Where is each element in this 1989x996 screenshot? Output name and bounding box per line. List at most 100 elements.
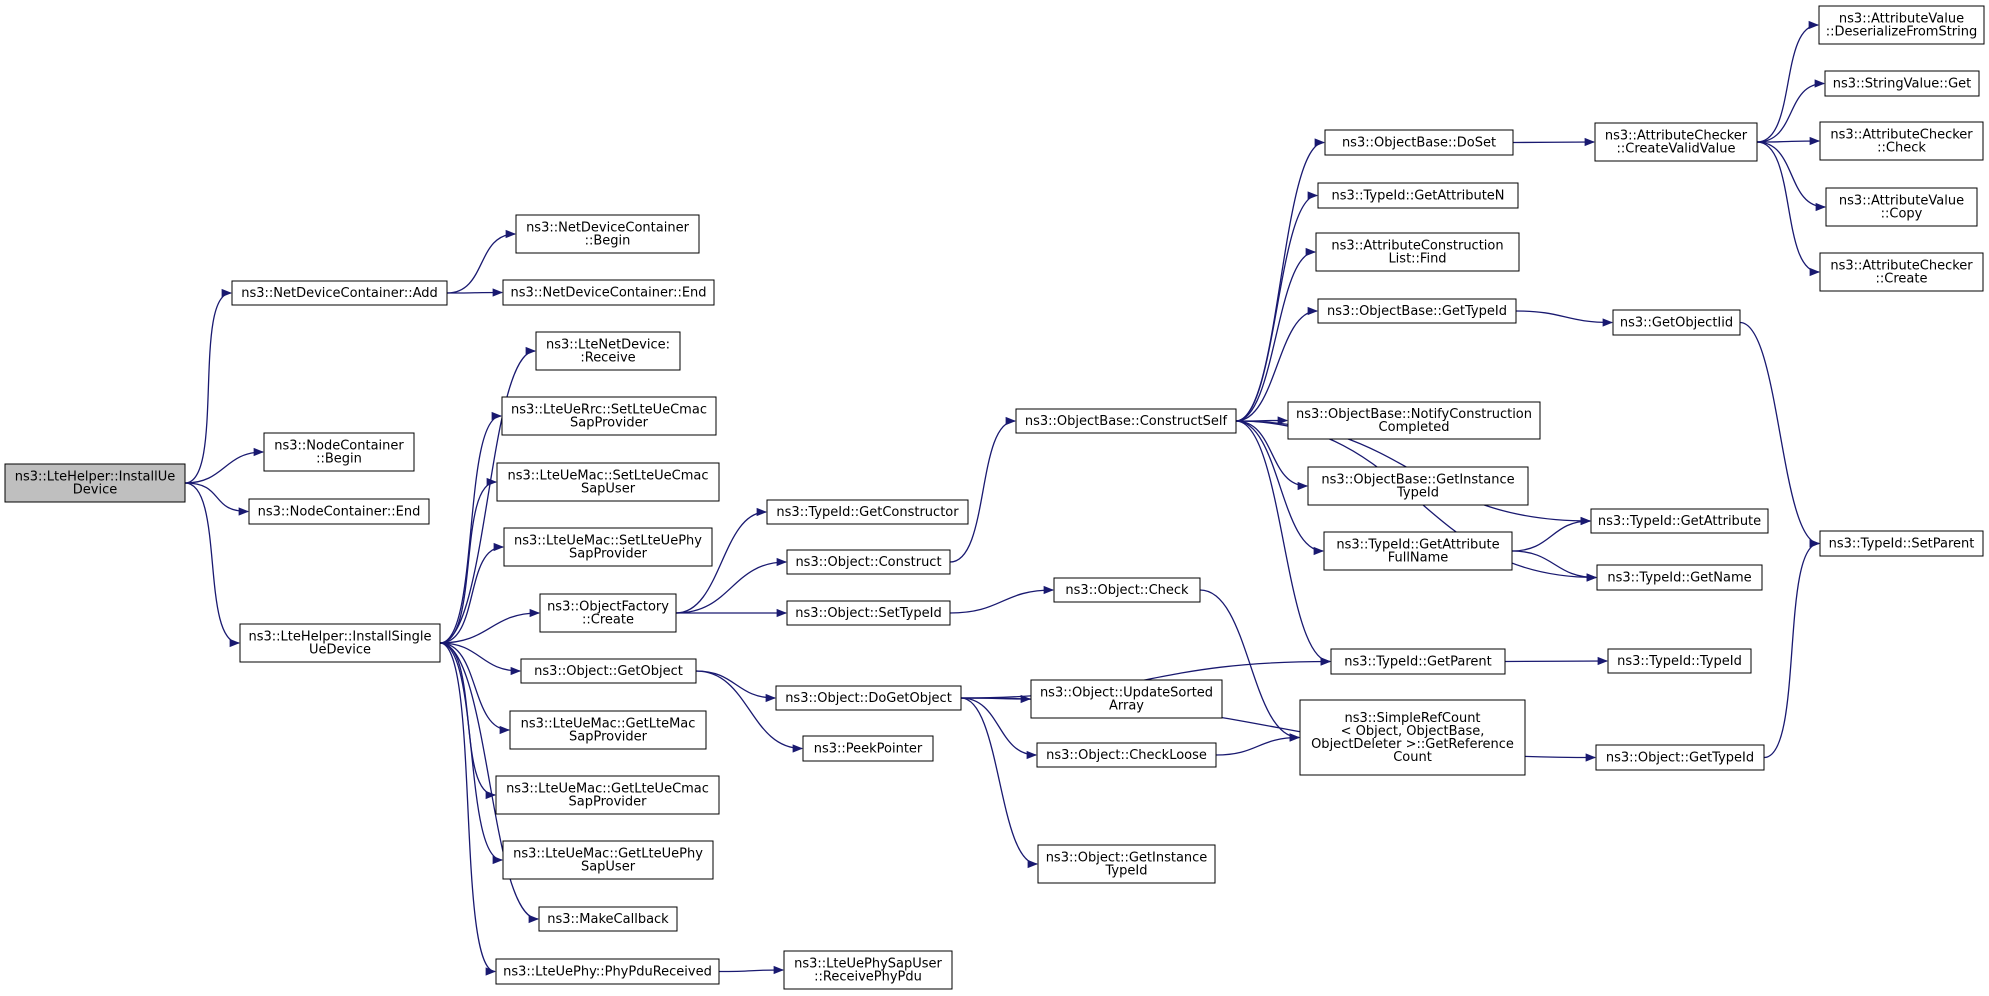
edge-ob-do-set-to-ac-create-valid bbox=[1512, 137, 1596, 147]
node-label: < Object, ObjectBase, bbox=[1341, 724, 1485, 739]
graph-node-obj-get-type-id[interactable]: ns3::Object::GetTypeId bbox=[1595, 744, 1765, 771]
graph-node-obj-construct[interactable]: ns3::Object::Construct bbox=[786, 549, 951, 575]
node-box bbox=[1299, 699, 1526, 776]
graph-node-ac-check[interactable]: ns3::AttributeChecker::Check bbox=[1819, 121, 1984, 161]
node-box bbox=[496, 462, 720, 502]
graph-node-ob-notify[interactable]: ns3::ObjectBase::NotifyConstructionCompl… bbox=[1287, 401, 1541, 440]
edge-ob-construct-self-to-tid-get-attr-n bbox=[1235, 191, 1319, 422]
graph-node-get-object-iid[interactable]: ns3::GetObjectIid bbox=[1612, 309, 1741, 336]
node-label: ns3::LteUePhy::PhyPduReceived bbox=[503, 965, 712, 980]
graph-node-phy-sap-recv[interactable]: ns3::LteUePhySapUser::ReceivePhyPdu bbox=[783, 950, 953, 990]
edge-install-ue-to-nc-begin bbox=[184, 447, 265, 484]
graph-node-tid-get-parent[interactable]: ns3::TypeId::GetParent bbox=[1330, 648, 1506, 675]
node-label: ::Begin bbox=[585, 234, 631, 249]
edge-phy-pdu-recv-to-phy-sap-recv bbox=[718, 965, 785, 975]
graph-node-obj-check-loose[interactable]: ns3::Object::CheckLoose bbox=[1036, 742, 1217, 768]
graph-node-tid-get-attr-n[interactable]: ns3::TypeId::GetAttributeN bbox=[1317, 182, 1519, 209]
node-label: ns3::TypeId::GetName bbox=[1607, 571, 1751, 586]
graph-node-tid-get-attr[interactable]: ns3::TypeId::GetAttribute bbox=[1590, 508, 1769, 534]
graph-node-ob-get-type-id[interactable]: ns3::ObjectBase::GetTypeId bbox=[1317, 298, 1517, 324]
graph-node-av-deserialize[interactable]: ns3::AttributeValue::DeserializeFromStri… bbox=[1818, 5, 1985, 45]
edge-install-single-to-rrc-set-cmac bbox=[439, 411, 503, 644]
node-label: ns3::LteUeMac::GetLteUePhy bbox=[513, 847, 703, 862]
node-label: ns3::LteUeMac::SetLteUeCmac bbox=[507, 469, 708, 484]
node-box bbox=[502, 840, 714, 880]
graph-node-ndc-begin[interactable]: ns3::NetDeviceContainer::Begin bbox=[515, 214, 700, 254]
edge-ob-construct-self-to-ob-get-inst-tid bbox=[1235, 420, 1309, 491]
node-label: ns3::Object::Check bbox=[1065, 583, 1189, 598]
edge-get-object-iid-to-tid-set-parent bbox=[1739, 321, 1821, 548]
graph-node-ndc-end[interactable]: ns3::NetDeviceContainer::End bbox=[502, 279, 715, 306]
graph-node-ac-create[interactable]: ns3::AttributeChecker::Create bbox=[1819, 252, 1984, 292]
node-box bbox=[1819, 121, 1984, 161]
node-box bbox=[1818, 5, 1985, 45]
edge-install-ue-to-install-single bbox=[184, 482, 241, 648]
node-box bbox=[248, 498, 430, 525]
graph-node-lte-net-recv[interactable]: ns3::LteNetDevice::Receive bbox=[535, 331, 681, 371]
node-label: ns3::TypeId::GetConstructor bbox=[776, 505, 959, 520]
graph-node-peek-pointer[interactable]: ns3::PeekPointer bbox=[802, 735, 934, 762]
graph-node-av-copy[interactable]: ns3::AttributeValue::Copy bbox=[1825, 187, 1978, 227]
node-label: Count bbox=[1393, 750, 1432, 765]
graph-node-tid-type-id[interactable]: ns3::TypeId::TypeId bbox=[1607, 648, 1752, 674]
node-box bbox=[1317, 182, 1519, 209]
node-label: SapUser bbox=[581, 482, 636, 497]
node-label: :Receive bbox=[580, 351, 635, 366]
graph-node-tid-set-parent[interactable]: ns3::TypeId::SetParent bbox=[1819, 530, 1984, 557]
edge-obj-set-type-id-to-obj-check bbox=[949, 585, 1055, 614]
node-box bbox=[1596, 564, 1763, 591]
graph-node-tid-get-name[interactable]: ns3::TypeId::GetName bbox=[1596, 564, 1763, 591]
edge-obj-get-object-to-peek-pointer bbox=[695, 670, 804, 753]
node-box bbox=[1323, 531, 1513, 571]
graph-node-ob-construct-self[interactable]: ns3::ObjectBase::ConstructSelf bbox=[1015, 408, 1237, 434]
graph-node-nc-end[interactable]: ns3::NodeContainer::End bbox=[248, 498, 430, 525]
node-label: ::Create bbox=[1876, 272, 1928, 287]
graph-node-ob-do-set[interactable]: ns3::ObjectBase::DoSet bbox=[1324, 129, 1514, 156]
graph-node-obj-check[interactable]: ns3::Object::Check bbox=[1053, 577, 1201, 603]
node-label: ns3::ObjectBase::ConstructSelf bbox=[1025, 414, 1228, 429]
graph-node-ndc-add[interactable]: ns3::NetDeviceContainer::Add bbox=[231, 280, 448, 306]
graph-node-src-get-ref[interactable]: ns3::SimpleRefCount< Object, ObjectBase,… bbox=[1299, 699, 1526, 776]
node-label: SapProvider bbox=[569, 795, 648, 810]
edge-ndc-add-to-ndc-end bbox=[446, 288, 504, 297]
node-label: ns3::ObjectBase::NotifyConstruction bbox=[1296, 407, 1532, 422]
edge-install-single-to-obj-factory-create bbox=[439, 608, 541, 644]
graph-node-obj-factory-create[interactable]: ns3::ObjectFactory::Create bbox=[539, 593, 677, 633]
node-label: SapProvider bbox=[569, 730, 648, 745]
edge-ac-create-valid-to-ac-create bbox=[1756, 141, 1821, 277]
graph-node-make-callback[interactable]: ns3::MakeCallback bbox=[538, 906, 678, 932]
graph-node-ac-create-valid[interactable]: ns3::AttributeChecker::CreateValidValue bbox=[1594, 122, 1758, 162]
node-box bbox=[520, 658, 697, 684]
node-label: ns3::TypeId::GetAttribute bbox=[1598, 514, 1761, 529]
node-label: ns3::LteUeMac::GetLteMac bbox=[521, 717, 696, 732]
edge-ac-create-valid-to-sv-get bbox=[1756, 79, 1826, 143]
graph-node-obj-get-object[interactable]: ns3::Object::GetObject bbox=[520, 658, 697, 684]
graph-node-tid-get-ctor[interactable]: ns3::TypeId::GetConstructor bbox=[766, 499, 969, 525]
graph-node-sv-get[interactable]: ns3::StringValue::Get bbox=[1824, 70, 1980, 97]
node-box bbox=[1015, 408, 1237, 434]
edge-tid-get-attr-full-to-tid-get-attr bbox=[1511, 516, 1592, 552]
node-label: ns3::Object::Construct bbox=[795, 555, 941, 570]
edge-install-single-to-phy-pdu-recv bbox=[439, 642, 497, 976]
edge-layer bbox=[184, 20, 1827, 976]
node-label: TypeId bbox=[1396, 486, 1439, 501]
edge-obj-do-get-object-to-obj-check-loose bbox=[960, 697, 1038, 760]
graph-node-phy-pdu-recv[interactable]: ns3::LteUePhy::PhyPduReceived bbox=[495, 958, 720, 985]
graph-node-obj-set-type-id[interactable]: ns3::Object::SetTypeId bbox=[786, 600, 951, 626]
graph-node-nc-begin[interactable]: ns3::NodeContainer::Begin bbox=[263, 432, 415, 472]
graph-node-obj-do-get-object[interactable]: ns3::Object::DoGetObject bbox=[775, 685, 962, 711]
node-label: ns3::LteUeMac::SetLteUePhy bbox=[514, 534, 702, 549]
